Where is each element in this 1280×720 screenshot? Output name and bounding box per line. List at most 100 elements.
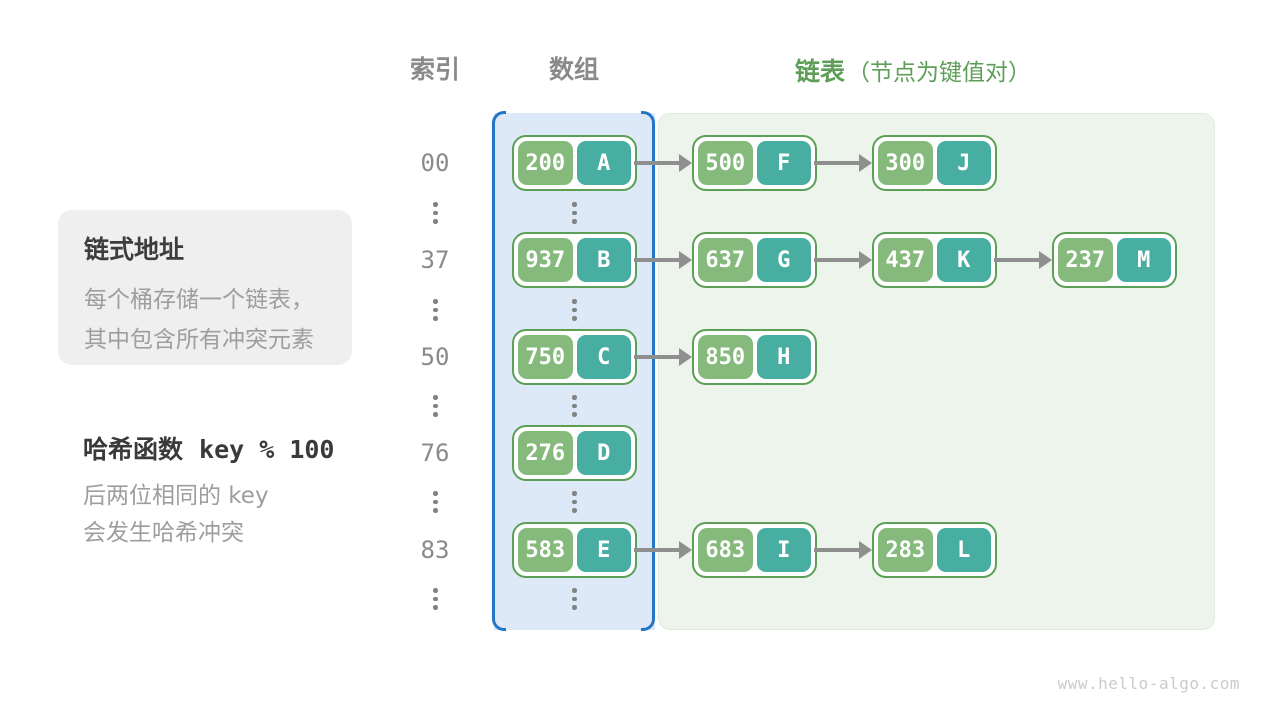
value-cell: C <box>576 335 631 379</box>
key-cell: 500 <box>698 141 753 185</box>
value-cell: M <box>1116 238 1171 282</box>
arrow-head-icon <box>679 251 692 269</box>
array-ellipsis-dots <box>571 395 578 417</box>
dot <box>572 588 577 593</box>
key-cell: 237 <box>1058 238 1113 282</box>
value-cell: G <box>756 238 811 282</box>
value-cell: J <box>936 141 991 185</box>
next-pointer-arrow <box>634 161 679 165</box>
key-cell: 300 <box>878 141 933 185</box>
value-cell: D <box>576 431 631 475</box>
value-cell: A <box>576 141 631 185</box>
dot <box>572 202 577 207</box>
index-label: 76 <box>420 439 450 467</box>
dot <box>433 596 438 601</box>
dot <box>572 491 577 496</box>
array-ellipsis-dots <box>571 491 578 513</box>
info-card-line-2: 其中包含所有冲突元素 <box>84 327 314 353</box>
dot <box>433 403 438 408</box>
dot <box>572 210 577 215</box>
value-cell: L <box>936 528 991 572</box>
array-ellipsis-dots <box>571 588 578 610</box>
value-cell: K <box>936 238 991 282</box>
arrow-head-icon <box>859 541 872 559</box>
key-cell: 276 <box>518 431 573 475</box>
column-header-index: 索引 <box>409 55 460 84</box>
arrow-head-icon <box>679 348 692 366</box>
next-pointer-arrow <box>814 258 859 262</box>
array-bracket-left <box>492 111 506 631</box>
dot <box>572 596 577 601</box>
next-pointer-arrow <box>814 161 859 165</box>
key-cell: 283 <box>878 528 933 572</box>
dot <box>572 395 577 400</box>
dot <box>433 395 438 400</box>
arrow-head-icon <box>679 154 692 172</box>
dot <box>433 307 438 312</box>
info-card-line-1: 每个桶存储一个链表， <box>84 287 314 313</box>
next-pointer-arrow <box>814 548 859 552</box>
key-cell: 937 <box>518 238 573 282</box>
watermark: www.hello-algo.com <box>1057 674 1240 693</box>
info-card: 链式地址 每个桶存储一个链表， 其中包含所有冲突元素 <box>58 210 352 365</box>
dot <box>433 219 438 224</box>
value-cell: E <box>576 528 631 572</box>
value-cell: F <box>756 141 811 185</box>
dot <box>433 412 438 417</box>
list-header-note: （节点为键值对） <box>847 60 1032 86</box>
column-header-list: 链表 （节点为键值对） <box>795 54 1031 86</box>
index-ellipsis-dots <box>432 588 439 610</box>
dot <box>572 403 577 408</box>
key-cell: 850 <box>698 335 753 379</box>
next-pointer-arrow <box>634 355 679 359</box>
info-card-title: 链式地址 <box>84 235 185 264</box>
dot <box>433 210 438 215</box>
arrow-head-icon <box>679 541 692 559</box>
key-cell: 750 <box>518 335 573 379</box>
next-pointer-arrow <box>994 258 1039 262</box>
dot <box>433 508 438 513</box>
value-cell: H <box>756 335 811 379</box>
index-ellipsis-dots <box>432 395 439 417</box>
index-label: 00 <box>420 149 450 177</box>
hash-note-line-2: 会发生哈希冲突 <box>83 520 244 546</box>
dot <box>572 508 577 513</box>
dot <box>433 202 438 207</box>
index-ellipsis-dots <box>432 202 439 224</box>
arrow-head-icon <box>859 154 872 172</box>
dot <box>433 499 438 504</box>
hash-note-line-1: 后两位相同的 key <box>83 483 269 509</box>
index-ellipsis-dots <box>432 491 439 513</box>
dot <box>433 605 438 610</box>
index-label: 50 <box>420 343 450 371</box>
dot <box>433 299 438 304</box>
hash-function-label: 哈希函数 <box>83 435 184 464</box>
array-ellipsis-dots <box>571 202 578 224</box>
index-label: 37 <box>420 246 450 274</box>
index-ellipsis-dots <box>432 299 439 321</box>
dot <box>433 316 438 321</box>
array-ellipsis-dots <box>571 299 578 321</box>
next-pointer-arrow <box>634 548 679 552</box>
hash-function-code: key % 100 <box>199 435 335 464</box>
key-cell: 683 <box>698 528 753 572</box>
key-cell: 583 <box>518 528 573 572</box>
index-label: 83 <box>420 536 450 564</box>
dot <box>572 219 577 224</box>
key-cell: 637 <box>698 238 753 282</box>
dot <box>572 307 577 312</box>
hash-note: 哈希函数 key % 100 后两位相同的 key 会发生哈希冲突 <box>83 430 334 552</box>
next-pointer-arrow <box>634 258 679 262</box>
arrow-head-icon <box>859 251 872 269</box>
